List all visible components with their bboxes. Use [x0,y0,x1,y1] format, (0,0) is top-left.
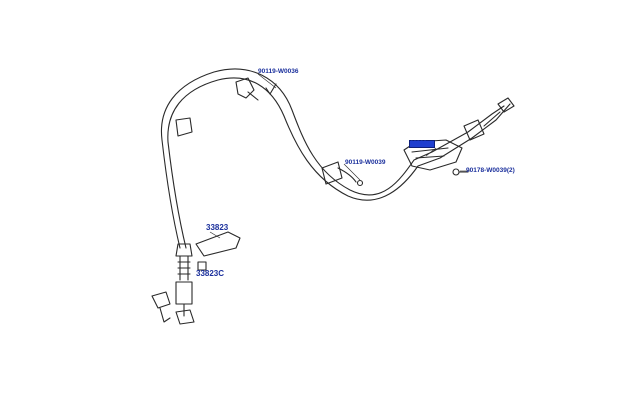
highlighted-part-label: 33820 [409,140,435,148]
bottom-fitting-right [175,309,195,325]
bracket-33823 [195,231,241,257]
callout-bolt-mid: 90119-W0039 [345,159,386,166]
bottom-fitting-left [151,291,171,309]
mid-bracket [321,161,343,185]
callout-bolt-top: 90119-W0036 [258,68,299,75]
callout-bracket: 33823 [206,223,229,232]
right-end-fitting [463,119,485,141]
highlighted-part-number: 33820 [410,141,427,147]
callout-bolt-right: 90178-W0039(2) [466,167,515,174]
shift-cable-outer [160,68,505,249]
lower-damper [175,281,193,305]
left-clamp [175,117,193,137]
lower-boot [175,243,193,257]
callout-bracket-c: 33823C [196,269,225,278]
right-bolt [452,168,460,176]
select-cable-outer [167,77,511,249]
